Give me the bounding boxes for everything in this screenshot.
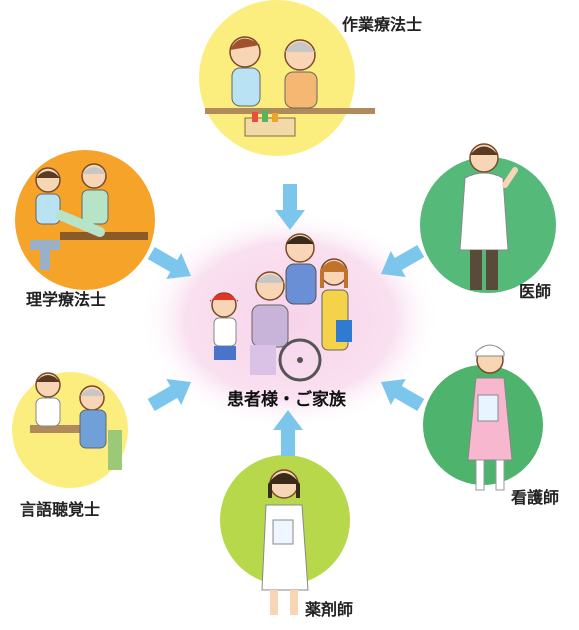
label-nurse: 看護師 [511,488,560,507]
pharmacist-illustration [261,469,309,615]
label-occupational-therapist: 作業療法士 [342,15,423,34]
arrow-from-speech-therapist [147,379,192,412]
arrows [147,184,425,456]
label-pharmacist: 薬剤師 [305,600,354,619]
physical-therapy-illustration [30,163,148,270]
label-patient-family: 患者様・ご家族 [227,390,346,410]
arrow-from-pharmacist [273,410,303,456]
center-glow [140,210,440,430]
doctor-illustration [459,143,518,290]
label-doctor: 医師 [519,282,552,301]
arrow-from-doctor [380,244,425,277]
speech-therapy-illustration [30,372,122,470]
label-physical-therapist: 理学療法士 [26,290,107,309]
nurse-illustration [467,344,513,491]
patient-family-illustration [210,233,352,382]
arrow-from-nurse [380,379,425,412]
arrow-from-physical-therapist [147,246,192,279]
label-speech-therapist: 言語聴覚士 [20,500,101,519]
arrow-from-occupational-therapist [275,184,305,230]
occupational-therapy-illustration [205,36,375,137]
